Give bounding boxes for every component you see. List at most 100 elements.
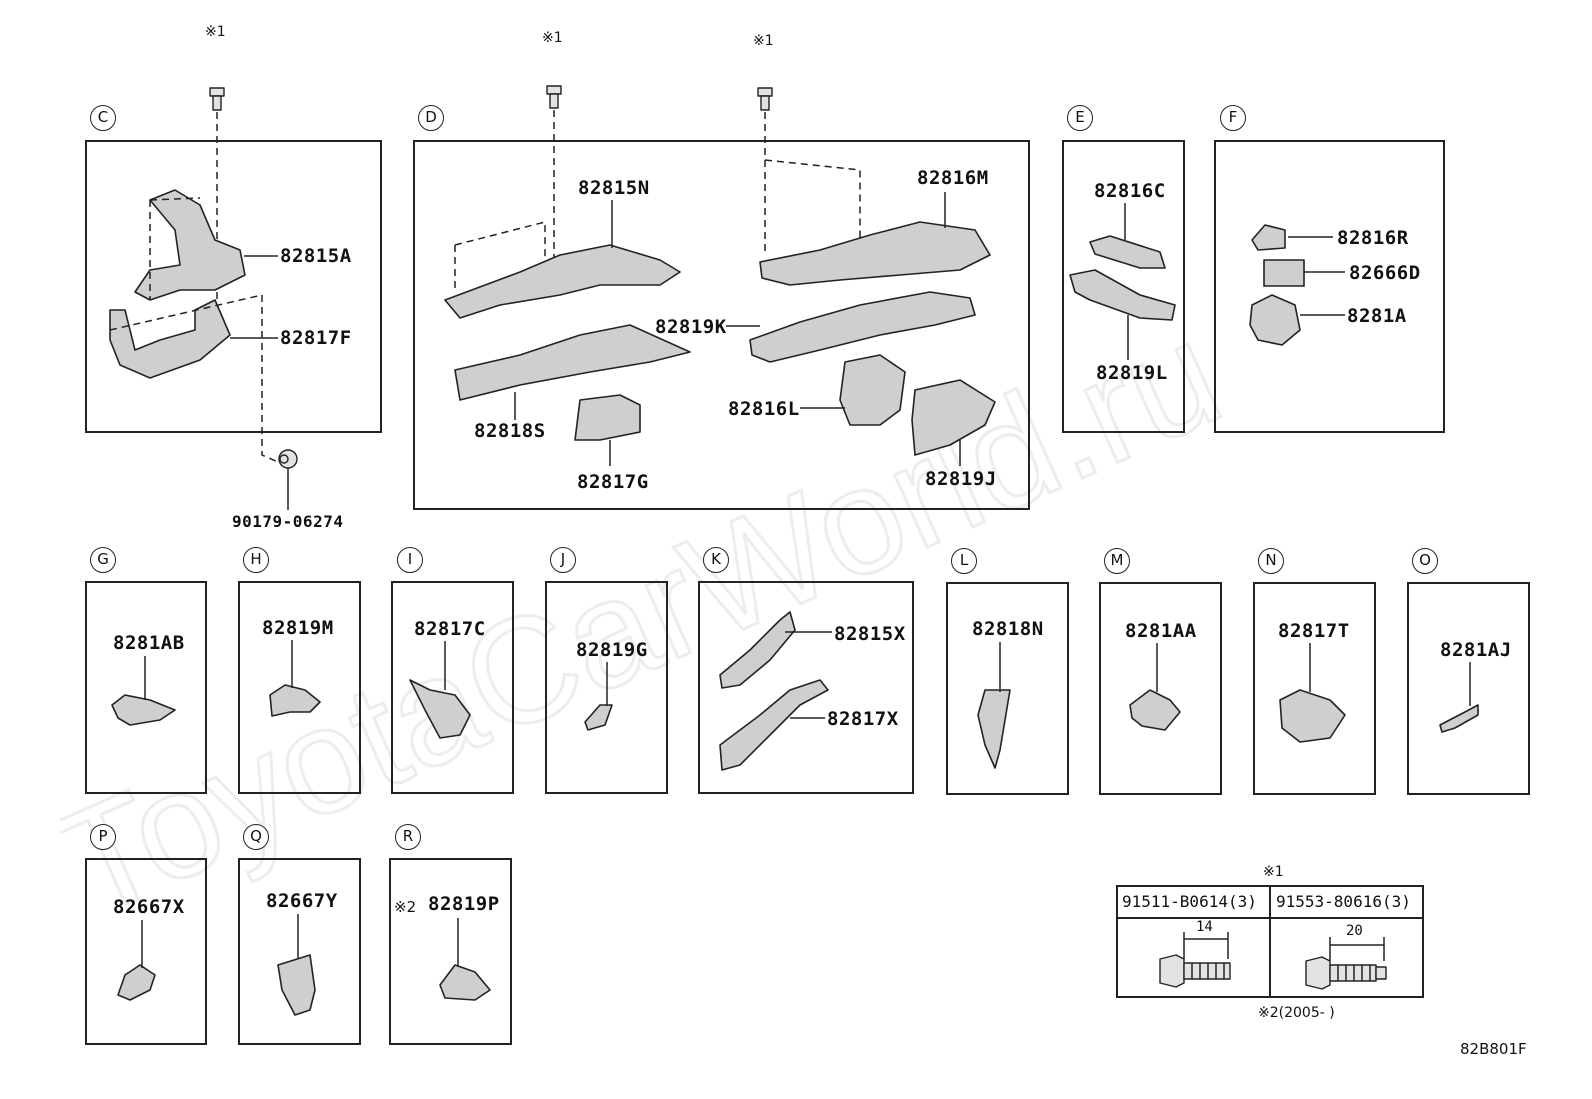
part-label[interactable]: 82816R [1337,227,1409,249]
bolt-table-footnote: ※2(2005- ) [1258,1005,1335,1021]
part-label[interactable]: 8281A [1347,305,1407,327]
section-g-label: G [90,547,116,573]
part-label[interactable]: 82815A [280,245,352,267]
part-label[interactable]: 82819G [576,639,648,661]
part-label[interactable]: 82817X [827,708,899,730]
bolt-c-note: ※1 [205,24,226,40]
part-label[interactable]: 82817T [1278,620,1350,642]
part-label[interactable]: 82817G [577,471,649,493]
bolt-1-part[interactable]: 91511-B0614(3) [1122,892,1257,911]
bolt-2-part[interactable]: 91553-80616(3) [1276,892,1411,911]
part-82819m [269,684,321,717]
part-82667x [117,964,156,1001]
section-k-box [698,581,914,794]
part-82819g [584,704,613,731]
section-q-box [238,858,361,1045]
bolt-table-divider-h [1118,917,1422,919]
part-8281aj [1439,704,1479,733]
part-label[interactable]: 82819K [655,316,727,338]
bolt-2-icon [1305,956,1387,990]
bolt-1-dimension: 14 [1196,919,1213,935]
part-label[interactable]: 8281AJ [1440,639,1512,661]
part-82817f [109,299,231,379]
part-label[interactable]: 82815X [834,623,906,645]
section-i-box [391,581,514,794]
part-label[interactable]: 90179-06274 [232,512,344,531]
part-82819j [911,379,996,456]
part-82817x [719,679,829,771]
part-82815x [719,611,796,689]
section-p-label: P [90,824,116,850]
section-h-label: H [243,547,269,573]
section-e-box [1062,140,1185,433]
part-label[interactable]: 82667Y [266,890,338,912]
section-o-box [1407,582,1530,795]
part-label[interactable]: 82816L [728,398,800,420]
clip-90179-06274-icon [278,449,298,469]
part-label[interactable]: 82817F [280,327,352,349]
section-p-box [85,858,207,1045]
part-82816m [759,221,991,286]
part-label[interactable]: 82819M [262,617,334,639]
part-82819l [1069,269,1176,321]
section-j-label: J [550,547,576,573]
section-n-box [1253,582,1376,795]
part-82815a [134,189,246,301]
section-m-label: M [1104,548,1130,574]
section-i-label: I [397,547,423,573]
part-82817c [409,679,471,739]
part-label[interactable]: 82819J [925,468,997,490]
part-82819p [439,964,491,1001]
section-f-box [1214,140,1445,433]
part-82819k [749,291,976,363]
section-h-box [238,581,361,794]
section-l-label: L [951,548,977,574]
section-n-label: N [1258,548,1284,574]
part-82816r [1251,224,1286,251]
section-q-label: Q [243,824,269,850]
part-label[interactable]: 8281AA [1125,620,1197,642]
part-82818n [977,689,1011,769]
section-d-label: D [418,105,444,131]
part-label[interactable]: 82816M [917,167,989,189]
section-k-label: K [703,547,729,573]
bolt-d2-note: ※1 [753,33,774,49]
part-82666d [1263,259,1305,287]
part-label[interactable]: 82816C [1094,180,1166,202]
diagram-code: 82B801F [1460,1040,1527,1058]
part-82816c [1089,235,1166,269]
part-label[interactable]: 82819L [1096,362,1168,384]
part-82817g [574,394,641,441]
bolt-table: 91511-B0614(3) 91553-80616(3) 14 20 [1116,885,1424,998]
section-l-box [946,582,1069,795]
part-label[interactable]: 82818S [474,420,546,442]
section-r-box [389,858,512,1045]
section-r-label: R [395,824,421,850]
bolt-d2-icon [757,87,773,111]
section-e-label: E [1067,105,1093,131]
bolt-d1-note: ※1 [542,30,563,46]
part-82817t [1279,689,1346,743]
part-82818s [454,324,691,401]
d2-dash-path [764,159,861,270]
part-label[interactable]: 8281AB [113,632,185,654]
part-label[interactable]: 82815N [578,177,650,199]
section-c-label: C [90,105,116,131]
part-label[interactable]: 82817C [414,618,486,640]
bolt-table-drawings [1159,932,1387,990]
part-8281ab [111,694,176,726]
part-label[interactable]: 82818N [972,618,1044,640]
part-8281aa [1129,689,1181,731]
part-label[interactable]: 82667X [113,896,185,918]
bolt-table-marker: ※1 [1263,864,1284,880]
bolt-1-icon [1159,954,1231,988]
part-82815n [444,244,681,319]
bolt-table-divider-v [1269,887,1271,996]
section-j-box [545,581,668,794]
part-82667y [277,954,316,1016]
part-label[interactable]: 82819P [428,893,500,915]
part-label[interactable]: 82666D [1349,262,1421,284]
part-8281a [1249,294,1301,346]
section-d-box [413,140,1030,510]
